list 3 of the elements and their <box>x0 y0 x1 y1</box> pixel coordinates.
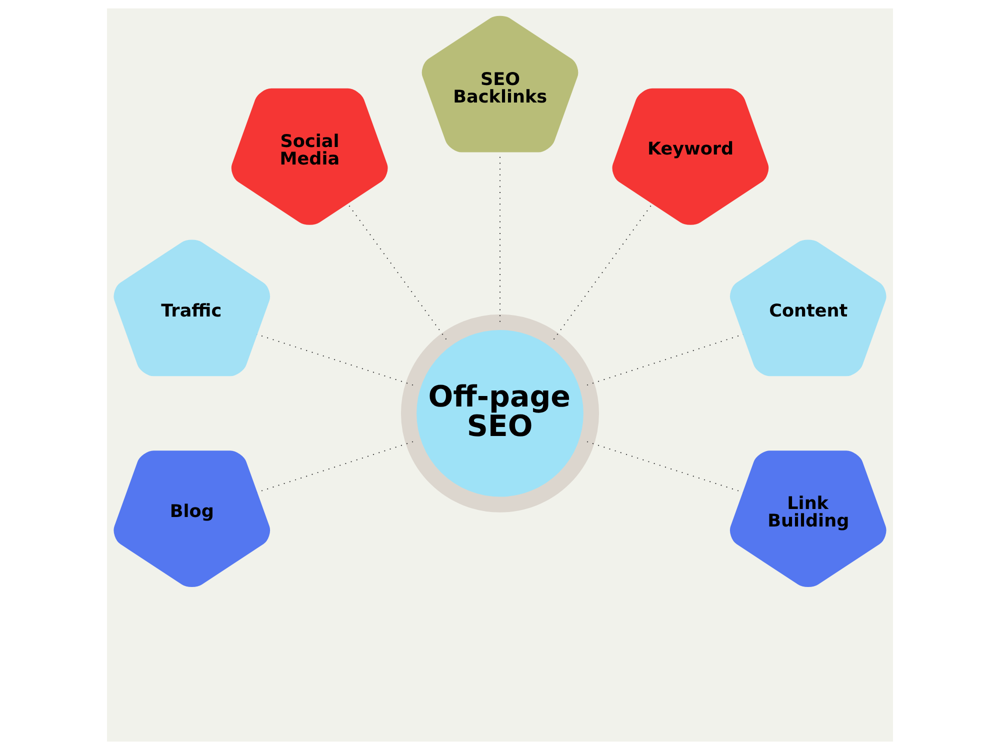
connector <box>347 203 447 340</box>
connector <box>553 203 653 340</box>
node-circle: Off-page SEO <box>400 314 600 512</box>
